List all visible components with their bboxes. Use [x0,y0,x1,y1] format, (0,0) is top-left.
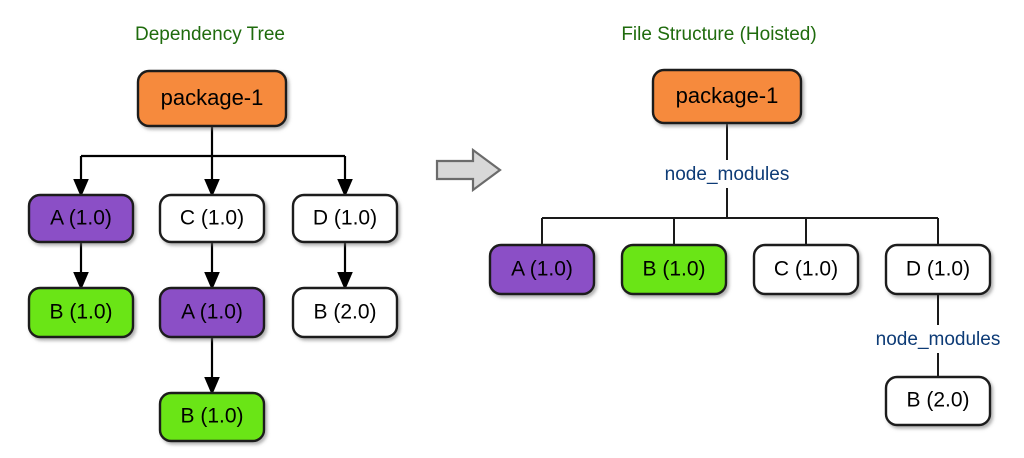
left-node-b-1-0-under-a2-label: B (1.0) [180,405,243,428]
left-node-b-2-0-under-d[interactable]: B (2.0) [291,286,399,339]
right-bus-edges [541,188,939,245]
right-node-d-1-0[interactable]: D (1.0) [884,243,992,296]
right-panel-title: File Structure (Hoisted) [621,24,816,45]
left-node-package-1[interactable]: package-1 [136,69,288,128]
left-root-edges [73,126,353,198]
right-node-c-1-0-box[interactable] [752,243,860,296]
right-root-node-modules-label: node_modules [665,164,790,185]
left-node-d-1-0-box[interactable] [291,193,399,244]
right-node-a-1-0[interactable]: A (1.0) [488,243,596,296]
right-node-d-1-0-label: D (1.0) [906,258,970,281]
right-node-b-2-0[interactable]: B (2.0) [884,375,992,427]
left-node-a-1-0-under-c[interactable]: A (1.0) [158,286,266,339]
left-node-a-1-0-under-c-label: A (1.0) [181,301,243,324]
right-node-c-1-0-label: C (1.0) [774,258,838,281]
right-node-package-1[interactable]: package-1 [651,68,803,125]
right-block-arrow-icon [435,147,502,193]
right-node-b-1-0-box[interactable] [620,243,728,296]
left-node-a-1-0-box[interactable] [27,193,135,244]
left-node-package-1-box[interactable] [136,69,288,128]
left-node-package-1-label: package-1 [161,85,264,110]
left-node-b-1-0-under-a2[interactable]: B (1.0) [158,391,266,443]
right-node-package-1-box[interactable] [651,68,803,125]
left-node-a-1-0[interactable]: A (1.0) [27,193,135,244]
left-panel-title: Dependency Tree [135,24,285,45]
left-node-b-1-0-under-a[interactable]: B (1.0) [27,286,135,339]
right-node-a-1-0-label: A (1.0) [511,258,573,281]
right-panel: File Structure (Hoisted) node_modules pa… [488,24,1001,427]
right-node-c-1-0[interactable]: C (1.0) [752,243,860,296]
left-panel: Dependency Tree packa [27,24,399,443]
left-node-b-2-0-under-d-label: B (2.0) [313,301,376,324]
right-node-b-2-0-label: B (2.0) [906,389,969,412]
right-node-b-1-0-label: B (1.0) [642,258,705,281]
left-node-d-1-0-label: D (1.0) [313,207,377,230]
left-node-c-1-0[interactable]: C (1.0) [158,193,266,244]
left-node-b-1-0-under-a-box[interactable] [27,286,135,339]
right-node-a-1-0-box[interactable] [488,243,596,296]
left-node-c-1-0-box[interactable] [158,193,266,244]
right-nested-node-modules-label: node_modules [876,329,1001,350]
left-node-d-1-0[interactable]: D (1.0) [291,193,399,244]
left-node-a-1-0-under-c-box[interactable] [158,286,266,339]
left-node-b-2-0-under-d-box[interactable] [291,286,399,339]
right-node-b-1-0[interactable]: B (1.0) [620,243,728,296]
right-node-b-2-0-box[interactable] [884,375,992,427]
left-row1-edges [73,241,353,291]
left-node-b-1-0-under-a2-box[interactable] [158,391,266,443]
left-node-c-1-0-label: C (1.0) [180,207,244,230]
left-node-b-1-0-under-a-label: B (1.0) [49,301,112,324]
left-node-a-1-0-label: A (1.0) [50,207,112,230]
right-node-package-1-label: package-1 [676,83,779,108]
